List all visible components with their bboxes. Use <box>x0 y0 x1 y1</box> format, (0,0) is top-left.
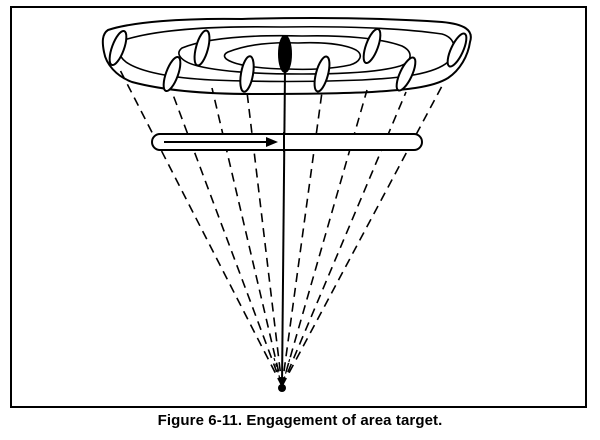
fire-line-7 <box>281 91 407 387</box>
target-area-middle-contour <box>118 25 455 83</box>
dashed-fire-lines <box>117 65 443 387</box>
impact-marker-4 <box>239 55 255 93</box>
target-area-outer-contour <box>101 17 472 96</box>
figure-caption: Figure 6-11. Engagement of area target. <box>157 412 443 429</box>
target-area-core-contour <box>223 41 362 71</box>
impact-marker-5 <box>313 55 331 93</box>
gun-position-marker <box>278 384 286 392</box>
impact-marker-6 <box>362 27 382 65</box>
aiming-point-marker <box>278 35 292 73</box>
traverse-arrow-head <box>266 137 278 147</box>
area-target-diagram <box>101 17 472 392</box>
traverse-bar-outline <box>151 133 423 151</box>
fire-line-1 <box>117 65 283 387</box>
fire-line-3 <box>211 87 283 387</box>
impact-markers <box>108 27 468 93</box>
traverse-bar <box>151 132 423 152</box>
fire-line-8 <box>281 85 443 387</box>
target-area-contours <box>101 17 472 96</box>
impact-marker-1 <box>108 29 128 67</box>
impact-marker-2 <box>162 55 182 93</box>
center-line-of-fire <box>281 69 286 387</box>
impact-marker-8 <box>446 32 468 68</box>
gun-position-cone <box>273 357 291 389</box>
impact-marker-7 <box>395 56 417 92</box>
target-area-inner-contour <box>178 34 411 75</box>
impact-marker-3 <box>193 29 211 67</box>
figure-frame <box>10 6 587 408</box>
